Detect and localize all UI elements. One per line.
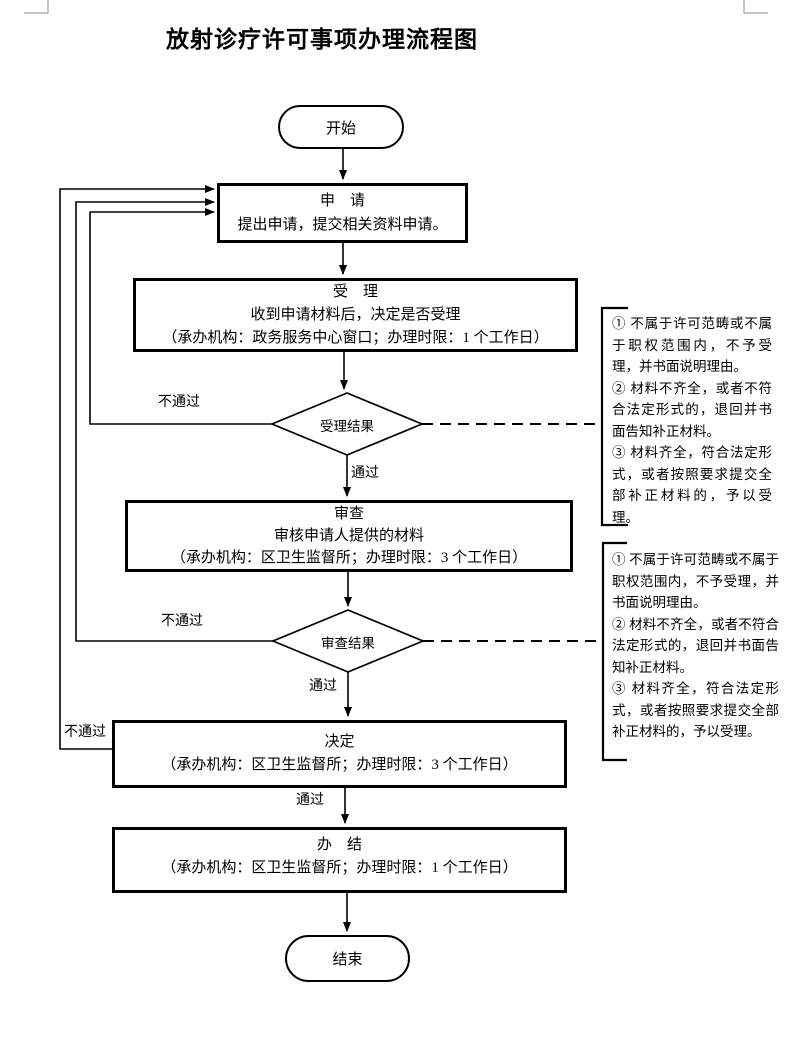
accept-step-title: 受 理 <box>332 283 378 300</box>
edge-label-fail-accept: 不通过 <box>158 395 200 410</box>
edge-label-pass-review: 通过 <box>309 679 337 694</box>
start-node-label: 开始 <box>325 120 356 137</box>
apply-step-title: 申 请 <box>319 193 365 209</box>
accept-result-diamond <box>269 392 425 456</box>
decision-step-title: 决定 <box>324 734 355 750</box>
table-corner-mark-left <box>24 0 49 14</box>
edge-label-fail-decision: 不通过 <box>64 725 106 740</box>
review-note-bracket <box>601 541 627 762</box>
conclude-step-box: 办 结 （承办机构：区卫生监督所；办理时限：1 个工作日） <box>112 827 567 893</box>
flow-arrows <box>59 149 603 932</box>
decision-step-box: 决定 （承办机构：区卫生监督所；办理时限：3 个工作日） <box>112 720 567 788</box>
review-result-label: 审查结果 <box>321 636 375 651</box>
conclude-step-agency: （承办机构：区卫生监督所；办理时限：1 个工作日） <box>161 860 518 876</box>
accept-result-label: 受理结果 <box>320 419 374 434</box>
review-step-desc: 审核申请人提供的材料 <box>273 528 424 544</box>
feedback-line-review-fail <box>75 198 273 642</box>
edge-label-pass-accept: 通过 <box>351 466 379 481</box>
review-note-item-1: ① 不属于许可范畴或不属于职权范围内，不予受理，并书面说明理由。 <box>612 552 779 610</box>
end-node: 结束 <box>285 935 410 982</box>
accept-note-item-3: ③ 材料齐全，符合法定形式，或者按照要求提交全部补正材料的，予以受理。 <box>612 445 772 525</box>
feedback-line-decision-fail <box>59 185 215 750</box>
review-note-block: ① 不属于许可范畴或不属于职权范围内，不予受理，并书面说明理由。 ② 材料不齐全… <box>612 549 779 743</box>
accept-note-bracket <box>600 306 628 527</box>
accept-note-item-1: ① 不属于许可范畴或不属于职权范围内，不予受理，并书面说明理由。 <box>612 316 772 374</box>
end-node-label: 结束 <box>332 952 363 968</box>
note-brackets <box>600 306 628 762</box>
page-title: 放射诊疗许可事项办理流程图 <box>166 27 478 52</box>
review-step-agency: （承办机构：区卫生监督所；办理时限：3 个工作日） <box>170 550 528 566</box>
review-step-box: 审查 审核申请人提供的材料 （承办机构：区卫生监督所；办理时限：3 个工作日） <box>125 500 573 572</box>
start-node: 开始 <box>278 105 404 149</box>
table-corner-mark-right <box>743 0 768 14</box>
conclude-step-title: 办 结 <box>316 837 362 853</box>
accept-note-item-2: ② 材料不齐全，或者不符合法定形式的，退回并书面告知补正材料。 <box>612 380 772 439</box>
apply-step-box: 申 请 提出申请，提交相关资料申请。 <box>217 183 468 243</box>
accept-note-block: ① 不属于许可范畴或不属于职权范围内，不予受理，并书面说明理由。 ② 材料不齐全… <box>612 313 772 528</box>
edge-label-fail-review: 不通过 <box>161 614 203 629</box>
review-step-title: 审查 <box>333 506 364 522</box>
apply-step-desc: 提出申请，提交相关资料申请。 <box>237 217 448 233</box>
decision-diamonds <box>269 392 426 673</box>
review-note-item-2: ② 材料不齐全，或者不符合法定形式的，退回并书面告知补正材料。 <box>612 616 779 675</box>
review-note-item-3: ③ 材料齐全，符合法定形式，或者按照要求提交全部补正材料的，予以受理。 <box>612 681 779 739</box>
feedback-line-accept-fail <box>89 208 272 425</box>
decision-step-agency: （承办机构：区卫生监督所；办理时限：3 个工作日） <box>161 757 518 773</box>
review-result-diamond <box>270 609 426 673</box>
edge-label-pass-decision: 通过 <box>296 793 324 808</box>
accept-step-desc: 收到申请材料后，决定是否受理 <box>250 306 461 323</box>
accept-step-agency: （承办机构：政务服务中心窗口；办理时限：1 个工作日） <box>162 329 549 346</box>
accept-step-box: 受 理 收到申请材料后，决定是否受理 （承办机构：政务服务中心窗口；办理时限：1… <box>133 278 578 352</box>
